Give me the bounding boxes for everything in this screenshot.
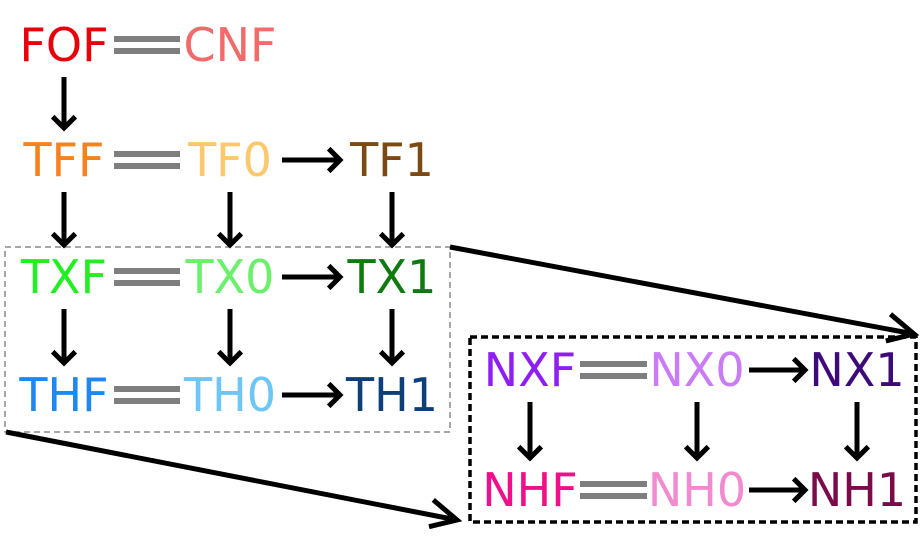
node-th1: TH1 — [345, 368, 438, 422]
equiv-nxf-nx0 — [580, 361, 647, 379]
arrow-tf0-tf1 — [282, 146, 344, 174]
equiv-nhf-nh0 — [580, 481, 647, 499]
arrow-nxf-nhf — [516, 402, 544, 462]
equiv-tff-tf0 — [114, 151, 180, 169]
arrow-tx0-th0 — [216, 309, 244, 367]
arrow-tff-txf — [50, 192, 78, 249]
node-cnf: CNF — [184, 18, 277, 72]
arrow-tf0-tx0 — [216, 192, 244, 249]
arrow-nx0-nx1 — [749, 356, 809, 384]
arrow-tx0-tx1 — [282, 263, 344, 291]
arrow-nx1-nh1 — [843, 402, 871, 462]
node-thf: THF — [18, 368, 108, 422]
node-tf1: TF1 — [349, 133, 434, 187]
arrow-nh0-nh1 — [749, 476, 809, 504]
node-tff: TFF — [22, 133, 104, 187]
node-tx0: TX0 — [185, 250, 275, 304]
arrow-tf1-tx1 — [378, 192, 406, 249]
arrow-th0-th1 — [282, 381, 344, 409]
zoom-connector-bottom — [5, 429, 463, 530]
n-block-box — [468, 335, 918, 524]
node-nh0: NH0 — [648, 463, 746, 517]
t-block-box — [4, 246, 451, 433]
arrow-tx1-th1 — [378, 309, 406, 367]
node-nxf: NXF — [484, 343, 576, 397]
zoom-connector-top — [449, 244, 920, 344]
arrow-fof-tff — [50, 77, 78, 132]
node-nx1: NX1 — [809, 343, 904, 397]
node-nx0: NX0 — [649, 343, 744, 397]
node-th0: TH0 — [183, 368, 276, 422]
equiv-fof-cnf — [114, 36, 180, 54]
node-fof: FOF — [19, 18, 108, 72]
equiv-thf-th0 — [114, 386, 180, 404]
node-nh1: NH1 — [808, 463, 906, 517]
arrow-txf-thf — [50, 309, 78, 367]
node-tf0: TF0 — [187, 133, 272, 187]
node-txf: TXF — [20, 250, 107, 304]
node-nhf: NHF — [482, 463, 577, 517]
equiv-txf-tx0 — [114, 268, 180, 286]
arrow-layer — [50, 77, 871, 504]
equivalence-layer — [114, 36, 647, 499]
node-tx1: TX1 — [347, 250, 437, 304]
arrow-nx0-nh0 — [683, 402, 711, 462]
